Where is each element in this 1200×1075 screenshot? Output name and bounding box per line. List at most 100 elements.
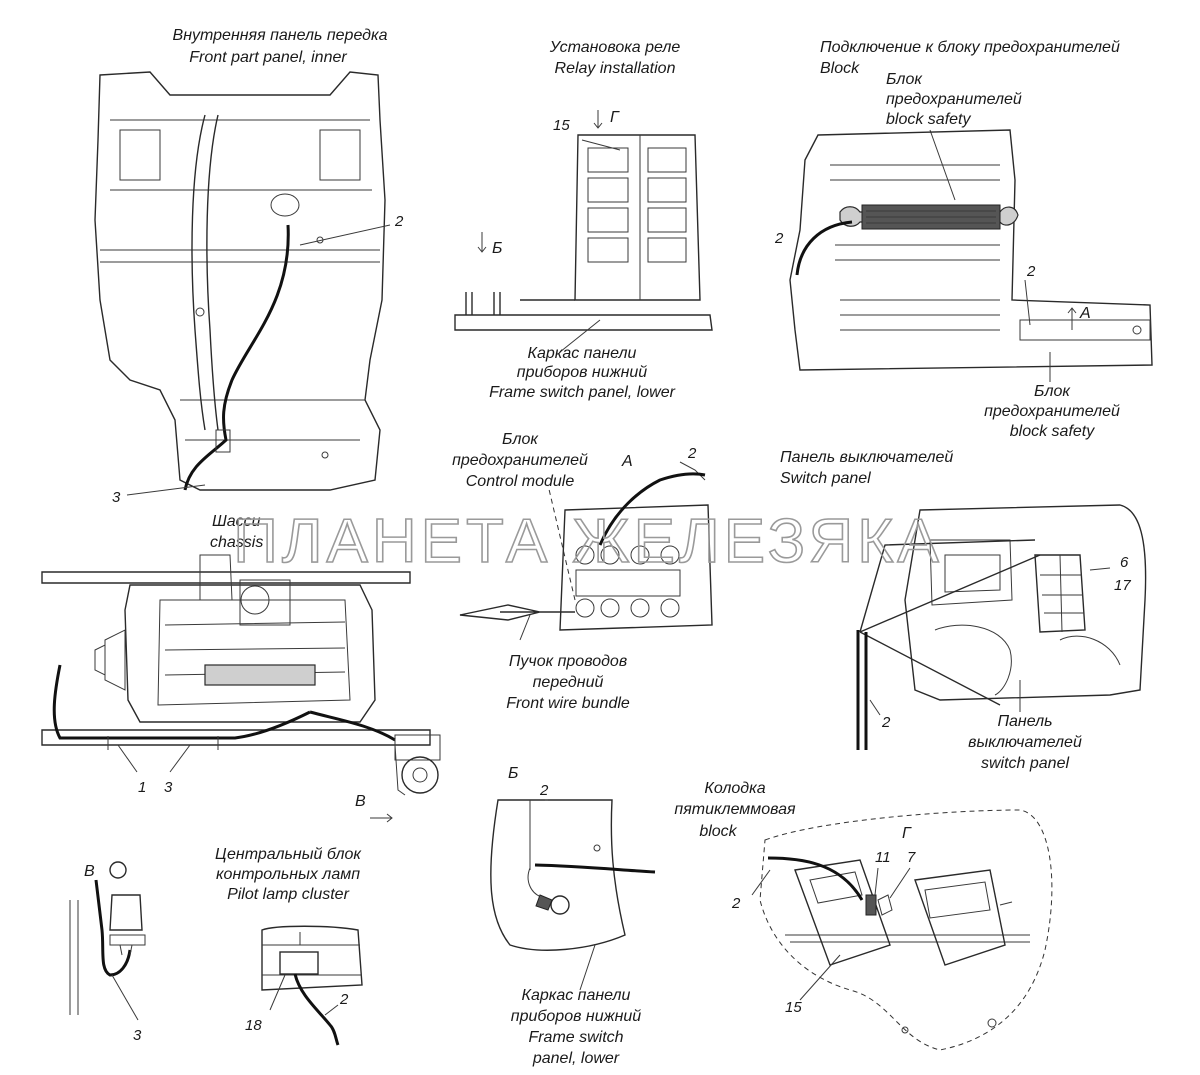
- fuse-top-ru2: предохранителей: [886, 91, 1022, 108]
- frame-b-en2: panel, lower: [532, 1050, 620, 1067]
- switch-lower-ru2: выключателей: [968, 734, 1082, 751]
- chassis-frame-rail: [41, 729, 431, 746]
- bundle-en: Front wire bundle: [506, 695, 630, 712]
- callout-2-fuse-b: 2: [1026, 263, 1036, 280]
- ctrl-en: Control module: [466, 473, 575, 490]
- frame-b-ru1: Каркас панели: [522, 987, 631, 1004]
- frame-lower-relay-ru1: Каркас панели: [528, 345, 637, 362]
- pilot-title-ru: Центральный блок: [215, 846, 362, 863]
- callout-2-fuse: 2: [774, 230, 784, 247]
- view-letter-v1: В: [355, 793, 366, 810]
- fuse-block-view: Подключение к блоку предохранителей Bloc…: [774, 39, 1153, 440]
- pilot-lamp-cluster: [261, 925, 363, 991]
- view-letter-g1: Г: [610, 109, 620, 126]
- five-pin-title-ru: Колодка: [704, 780, 765, 797]
- callout-2-switch: 2: [881, 714, 891, 731]
- switch-lower-en: switch panel: [981, 755, 1069, 772]
- five-pin-block-right: [914, 869, 1006, 966]
- callout-1: 1: [138, 779, 146, 796]
- callout-17: 17: [1114, 577, 1131, 594]
- frame-b-ru2: приборов нижний: [511, 1008, 642, 1025]
- frame-lower-relay-en: Frame switch panel, lower: [489, 384, 676, 401]
- chassis-view: Шасси chassis 1 3 В: [41, 513, 441, 823]
- five-pin-wire-2: [767, 856, 864, 901]
- frame-lower-relay-ru2: приборов нижний: [517, 364, 648, 381]
- bundle-ru2: передний: [533, 674, 604, 691]
- callout-2-b: 2: [539, 782, 549, 799]
- switch-wire-2: [856, 630, 868, 750]
- callout-2-front: 2: [394, 213, 404, 230]
- front-panel-outline: [94, 71, 386, 491]
- control-module-view: Блок предохранителей Control module А 2 …: [452, 431, 713, 712]
- chassis-wire-3: [52, 664, 396, 742]
- chassis-title-ru: Шасси: [212, 513, 261, 530]
- switch-lower-ru1: Панель: [997, 713, 1052, 730]
- front-wire-bundle-end: [459, 604, 575, 621]
- callout-15-relay: 15: [553, 117, 570, 134]
- switch-title-ru: Панель выключателей: [780, 449, 953, 466]
- control-module-connectors: [575, 545, 681, 618]
- front-panel-view: Внутренняя панель передка Front part pan…: [94, 27, 404, 506]
- watermark-text: ПЛАНЕТА ЖЕЛЕЗЯКА: [233, 507, 942, 576]
- callout-18: 18: [245, 1017, 262, 1034]
- pilot-title-ru2: контрольных ламп: [216, 866, 360, 883]
- b-wire-2: [534, 863, 656, 874]
- fuse-block-title-ru: Подключение к блоку предохранителей: [820, 39, 1120, 56]
- ctrl-ru2: предохранителей: [452, 452, 588, 469]
- fuse-block-title-en: Block: [820, 60, 860, 77]
- five-pin-outline: [759, 809, 1053, 1051]
- bundle-ru1: Пучок проводов: [509, 653, 627, 670]
- callout-3-chassis: 3: [164, 779, 173, 796]
- fuse-bottom-ru1: Блок: [1034, 383, 1071, 400]
- pilot-lamp-view: Центральный блок контрольных ламп Pilot …: [215, 846, 363, 1046]
- ctrl-ru1: Блок: [502, 431, 539, 448]
- five-pin-block-view: Колодка пятиклеммовая block Г 11 7 2 15: [674, 780, 1053, 1051]
- chassis-engine-block: [124, 584, 376, 723]
- switch-panel-outline: [904, 504, 1147, 701]
- callout-7: 7: [907, 849, 916, 866]
- chassis-title-en: chassis: [210, 534, 263, 551]
- fuse-bottom-en: block safety: [1010, 423, 1095, 440]
- switch-panel-view: Панель выключателей Switch panel 6 17 2 …: [780, 449, 1147, 772]
- front-panel-title-en: Front part panel, inner: [189, 49, 347, 66]
- chassis-sensor: [401, 756, 439, 794]
- fuse-top-en: block safety: [886, 111, 971, 128]
- fuse-panel-outline: [789, 129, 1153, 371]
- view-v-detail: В 3: [69, 861, 146, 1044]
- relay-housing: [574, 134, 701, 301]
- callout-11: 11: [875, 849, 891, 866]
- front-harness-wire-2: [183, 224, 290, 491]
- view-letter-a2: А: [621, 453, 633, 470]
- frame-switch-panel-lower-b: [490, 799, 626, 951]
- callout-3-v: 3: [133, 1027, 142, 1044]
- front-panel-title-ru: Внутренняя панель передка: [173, 27, 388, 44]
- view-letter-b1: Б: [492, 240, 502, 257]
- switch-title-en: Switch panel: [780, 470, 871, 487]
- control-module-panel: [559, 504, 713, 631]
- pilot-title-en: Pilot lamp cluster: [227, 886, 349, 903]
- relay-title-en: Relay installation: [555, 60, 676, 77]
- callout-2-pilot: 2: [339, 991, 349, 1008]
- ctrl-wire-2: [598, 472, 706, 546]
- switch-module-6: [1034, 554, 1086, 633]
- fuse-top-ru1: Блок: [886, 71, 923, 88]
- v-wire-3: [94, 879, 132, 977]
- callout-3-front: 3: [112, 489, 121, 506]
- view-letter-g2: Г: [902, 825, 912, 842]
- view-letter-a1: А: [1079, 305, 1091, 322]
- five-pin-title-en: block: [699, 823, 737, 840]
- v-sensor-body: [109, 894, 143, 931]
- view-letter-b2: Б: [508, 765, 518, 782]
- relay-installation-view: Установока реле Relay installation 15 Г …: [454, 39, 713, 401]
- fuse-bottom-ru2: предохранителей: [984, 403, 1120, 420]
- relay-title-ru: Установока реле: [549, 39, 681, 56]
- pilot-wire-2: [293, 973, 340, 1046]
- callout-15-five: 15: [785, 999, 802, 1016]
- callout-2-ctrl: 2: [687, 445, 697, 462]
- callout-6: 6: [1120, 554, 1129, 571]
- relay-frame-rail: [454, 292, 713, 331]
- relay-modules: [587, 147, 687, 263]
- fuse-wire-2: [795, 220, 853, 276]
- frame-b-en1: Frame switch: [528, 1029, 623, 1046]
